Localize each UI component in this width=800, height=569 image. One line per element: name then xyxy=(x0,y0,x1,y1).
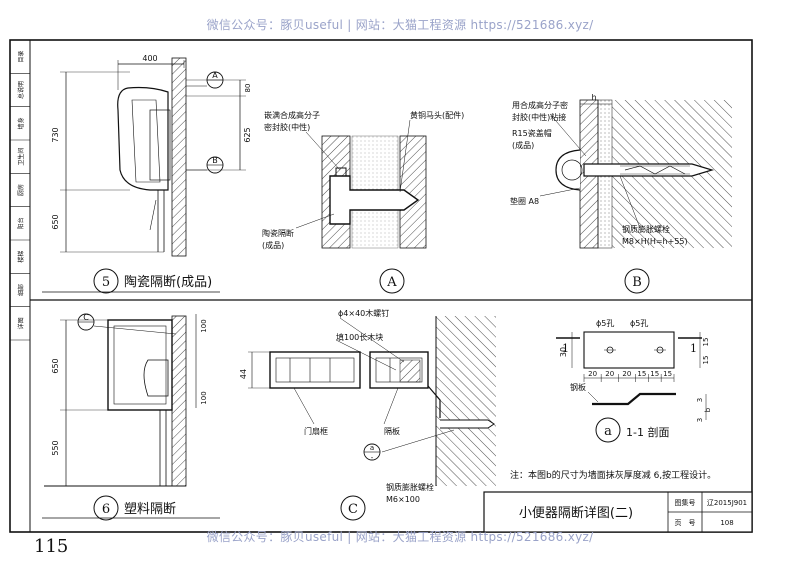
title-block: 小便器隔断详图(二) 图集号 辽2015J901 页 号 108 xyxy=(483,491,753,533)
sec-steel: 钢板 xyxy=(570,382,586,392)
sidebar-item: 阳台 xyxy=(17,217,25,229)
detail-section-1-1: ϕ5孔 ϕ5孔 1 1 30 15 15 20 20 20 15 15 15 钢板 3 b… xyxy=(556,319,712,443)
sec-dim-r1: 15 xyxy=(702,338,710,347)
titleblock-title: 小便器隔断详图(二) xyxy=(519,506,633,521)
sidebar-item: 厨房 xyxy=(17,184,25,196)
dC-dim44: 44 xyxy=(239,369,248,379)
dC-note2: 填100长木块 xyxy=(336,332,383,342)
d5-dim-bottom: 650 xyxy=(51,214,60,229)
sec-dim-bottom: 20 xyxy=(588,370,597,378)
d5-dim-width: 400 xyxy=(142,54,157,63)
sec-thk3: 3 xyxy=(696,418,704,422)
sec-dim-r2: 15 xyxy=(702,356,710,365)
sec-cut-right: 1 xyxy=(690,342,697,355)
sidebar-item: 总说明 xyxy=(17,81,25,99)
d6-dim-d1: 100 xyxy=(200,319,208,332)
sec-dim-bottom: 20 xyxy=(622,370,631,378)
dC-ref-bot: - xyxy=(371,454,374,462)
sec-title: 1-1 剖面 xyxy=(626,425,669,439)
dA-label: A xyxy=(386,275,397,290)
dB-note7: M8×H(H=h+55) xyxy=(622,237,688,246)
d5-dim-top: 730 xyxy=(51,127,60,142)
sec-cut-left: 1 xyxy=(562,342,569,355)
d5-title: 陶瓷隔断(成品) xyxy=(124,274,212,290)
sec-thk2: b xyxy=(704,407,712,412)
sec-label: a xyxy=(604,424,612,439)
dB-label: B xyxy=(632,275,642,290)
d6-dim-bottom: 550 xyxy=(51,440,60,455)
detail-5: 400 730 650 80 625 A B 5 陶瓷隔断(成品) xyxy=(42,54,252,294)
detail-a: 嵌满合成高分子 密封胶(中性) 黄铜马头(配件) 陶瓷隔断 (成品) A xyxy=(262,110,464,294)
dC-note3: 门扇框 xyxy=(304,426,328,436)
titleblock-page-value: 108 xyxy=(720,519,733,527)
dA-note1: 嵌满合成高分子 xyxy=(264,110,320,120)
sidebar-item: 墙身 xyxy=(17,117,25,129)
sidebar-item: 详图 xyxy=(17,317,25,329)
titleblock-page-label: 页 号 xyxy=(675,519,696,527)
dB-note6: 钢质膨胀螺栓 xyxy=(622,224,670,234)
d5-sec-a: A xyxy=(212,71,218,80)
d5-sec-b: B xyxy=(212,156,218,165)
dC-ref-top: a xyxy=(370,444,374,452)
d5-number: 5 xyxy=(102,275,110,290)
sheet-border xyxy=(9,39,753,533)
dC-note4: 隔板 xyxy=(384,426,400,436)
dA-note4: 陶瓷隔断 xyxy=(262,228,294,238)
dC-note5: 钢质膨胀螺栓 xyxy=(386,482,434,492)
detail-c: 44 ϕ4×40木螺钉 填100长木块 门扇框 隔板 钢质膨胀螺栓 M6×100… xyxy=(239,308,496,521)
watermark-top: 微信公众号：豚贝useful | 网站：大猫工程资源 https://52168… xyxy=(206,18,594,32)
dA-note3: 黄铜马头(配件) xyxy=(410,110,464,120)
sidebar-item: 细部 xyxy=(17,284,25,296)
d6-dim-top: 650 xyxy=(51,358,60,373)
general-note: 注：本图b的尺寸为墙面抹灰厚度减 6,按工程设计。 xyxy=(510,469,716,481)
titleblock-atlas-label: 图集号 xyxy=(675,498,696,507)
dA-note5: (成品) xyxy=(262,240,284,250)
d6-number: 6 xyxy=(102,502,110,517)
page-number: 115 xyxy=(34,536,69,557)
d6-title: 塑料隔断 xyxy=(124,502,176,517)
sec-dim30: 30 xyxy=(559,347,568,357)
dC-label: C xyxy=(348,502,358,517)
dB-note3: R15瓷盖帽 xyxy=(512,128,552,138)
d6-dim-d2: 100 xyxy=(200,391,208,404)
dB-dim-h: h xyxy=(591,93,596,102)
sec-thk1: 3 xyxy=(696,398,704,402)
sec-hole2: ϕ5孔 xyxy=(630,319,648,328)
detail-6: 650 550 100 100 C 6 塑料隔断 xyxy=(42,313,220,521)
sec-dim-bottom: 15 xyxy=(650,370,659,378)
dB-note4: (成品) xyxy=(512,140,534,150)
sec-dim-bottom: 20 xyxy=(605,370,614,378)
dB-note1: 用合成高分子密 xyxy=(512,100,568,110)
sidebar-item: 目录 xyxy=(17,51,25,63)
dC-note6: M6×100 xyxy=(386,495,420,504)
sec-dim-bottom: 15 xyxy=(637,370,646,378)
watermark-bottom: 微信公众号：豚贝useful | 网站：大猫工程资源 https://52168… xyxy=(206,530,594,544)
dA-note2: 密封胶(中性) xyxy=(264,122,310,132)
dB-note2: 封胶(中性)粘接 xyxy=(512,112,566,122)
dC-note1: ϕ4×40木螺钉 xyxy=(338,308,389,318)
sec-dim-bottom: 15 xyxy=(663,370,672,378)
sidebar-item: 楼梯 xyxy=(17,251,25,263)
d5-dim-ab: 625 xyxy=(243,127,252,142)
sidebar-item: 卫生间 xyxy=(17,148,25,166)
sec-hole1: ϕ5孔 xyxy=(596,319,614,328)
detail-b: h 用合成高分子密 封胶(中性)粘接 R15瓷盖帽 (成品) 垫圈 A8 钢质膨… xyxy=(510,93,732,294)
d5-dim-a-gap: 80 xyxy=(244,84,252,93)
titleblock-atlas-value: 辽2015J901 xyxy=(707,499,747,507)
d6-sec-c: C xyxy=(83,313,89,322)
dB-note5: 垫圈 A8 xyxy=(510,196,539,206)
